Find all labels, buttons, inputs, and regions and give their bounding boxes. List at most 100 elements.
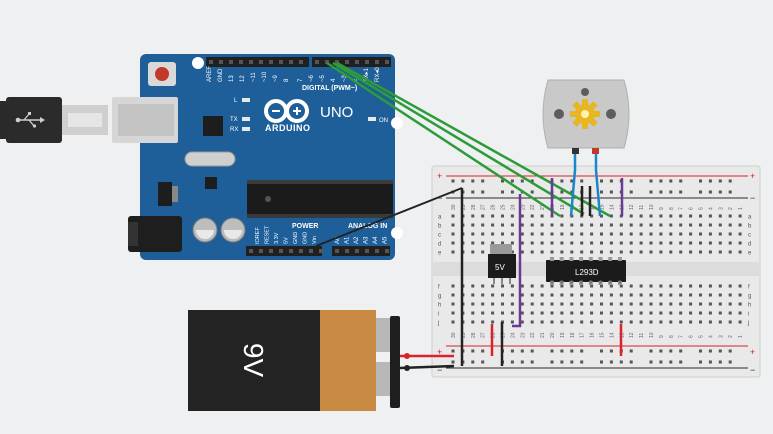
- pin-label: A4: [373, 236, 379, 244]
- power-jack: [128, 216, 182, 252]
- header-pin[interactable]: [299, 249, 303, 253]
- header-pin[interactable]: [299, 60, 303, 64]
- header-pin[interactable]: [249, 60, 253, 64]
- header-pin[interactable]: [355, 60, 359, 64]
- column-number: 25: [501, 204, 507, 210]
- header-pin[interactable]: [269, 60, 273, 64]
- column-number: 2: [728, 207, 734, 210]
- header-pin[interactable]: [385, 60, 389, 64]
- row-letter: g: [438, 294, 441, 300]
- header-pin[interactable]: [229, 60, 233, 64]
- led-label-rx: RX: [230, 127, 238, 133]
- column-number: 18: [570, 332, 576, 338]
- wire-green-1[interactable]: [326, 61, 561, 218]
- column-number: 27: [481, 204, 487, 210]
- header-pin[interactable]: [375, 60, 379, 64]
- dc-motor[interactable]: [542, 79, 630, 154]
- header-pin[interactable]: [365, 249, 369, 253]
- wire-purple-3[interactable]: [512, 194, 522, 328]
- l293d-label: L293D: [575, 268, 599, 277]
- pin-label: GND: [218, 68, 224, 82]
- header-pin[interactable]: [219, 60, 223, 64]
- header-pin[interactable]: [375, 249, 379, 253]
- column-number: 3: [718, 335, 724, 338]
- column-number: 29: [461, 204, 467, 210]
- battery-9v[interactable]: 9V: [188, 310, 410, 411]
- rail-label-plus-br: +: [750, 347, 755, 357]
- header-pin[interactable]: [249, 249, 253, 253]
- column-number: 7: [679, 207, 685, 210]
- l293d-chip[interactable]: L293D: [546, 257, 626, 285]
- header-pin[interactable]: [345, 60, 349, 64]
- mounting-hole: [192, 57, 204, 69]
- usb-cable[interactable]: [0, 97, 108, 143]
- header-pin[interactable]: [355, 249, 359, 253]
- column-number: 9: [659, 207, 665, 210]
- digital-header-right[interactable]: [312, 57, 391, 67]
- header-pin[interactable]: [239, 60, 243, 64]
- pin-label: ~9: [273, 74, 279, 82]
- pin-label: RESET: [265, 225, 271, 244]
- pin-label: RX◂0: [375, 67, 381, 82]
- header-pin[interactable]: [309, 249, 313, 253]
- digital-header-left[interactable]: [206, 57, 309, 67]
- led-l: [242, 98, 250, 102]
- header-pin[interactable]: [345, 249, 349, 253]
- rail-label-plus-tr: +: [750, 171, 755, 181]
- row-letter: d: [748, 242, 751, 248]
- led-tx: [242, 117, 250, 121]
- row-letter: f: [438, 285, 440, 291]
- header-pin[interactable]: [209, 60, 213, 64]
- column-number: 28: [471, 204, 477, 210]
- row-letter: j: [437, 321, 439, 327]
- row-letter: h: [438, 303, 441, 309]
- pin-label: 2: [353, 78, 359, 82]
- wire-blue-motor-1[interactable]: [569, 154, 577, 217]
- wire-green-2[interactable]: [336, 61, 611, 218]
- row-letter: a: [438, 215, 442, 221]
- header-pin[interactable]: [335, 249, 339, 253]
- pin-label: A0: [335, 236, 341, 244]
- wires[interactable]: [315, 61, 624, 370]
- column-number: 22: [530, 332, 536, 338]
- power-header[interactable]: [246, 246, 322, 256]
- reset-button-cap[interactable]: [155, 67, 169, 81]
- header-pin[interactable]: [325, 60, 329, 64]
- header-pin[interactable]: [289, 60, 293, 64]
- rail-label-plus-tl: +: [437, 171, 442, 181]
- header-pin[interactable]: [279, 249, 283, 253]
- column-number: 21: [540, 204, 546, 210]
- header-pin[interactable]: [259, 249, 263, 253]
- wire-green-3[interactable]: [332, 61, 585, 216]
- column-number: 23: [520, 204, 526, 210]
- header-pin[interactable]: [279, 60, 283, 64]
- header-pin[interactable]: [259, 60, 263, 64]
- header-pin[interactable]: [289, 249, 293, 253]
- column-number: 29: [461, 332, 467, 338]
- wire-black-arduino-gnd[interactable]: [315, 187, 463, 247]
- arduino-uno-board[interactable]: ARDUINO UNO DIGITAL (PWM~) POWER ANALOG …: [112, 54, 403, 260]
- column-number: 23: [520, 332, 526, 338]
- header-pin[interactable]: [315, 60, 319, 64]
- header-pin[interactable]: [319, 249, 323, 253]
- header-pin[interactable]: [335, 60, 339, 64]
- header-pin[interactable]: [269, 249, 273, 253]
- pin-label: 13: [229, 75, 235, 82]
- pin-label: 4: [331, 78, 337, 82]
- column-number: 5: [699, 207, 705, 210]
- header-pin[interactable]: [385, 249, 389, 253]
- column-number: 2: [728, 335, 734, 338]
- wire-blue-motor-2[interactable]: [594, 154, 602, 217]
- row-letter: c: [438, 233, 441, 239]
- column-number: 14: [609, 332, 615, 338]
- header-pin[interactable]: [365, 60, 369, 64]
- row-letter: g: [748, 294, 751, 300]
- pin-label: ~3: [342, 74, 348, 82]
- voltage-regulator-5v[interactable]: 5V: [488, 244, 516, 284]
- row-letter: a: [748, 215, 752, 221]
- analog-header[interactable]: [332, 246, 390, 256]
- led-on: [368, 117, 376, 121]
- column-number: 6: [689, 207, 695, 210]
- small-chip: [205, 177, 217, 189]
